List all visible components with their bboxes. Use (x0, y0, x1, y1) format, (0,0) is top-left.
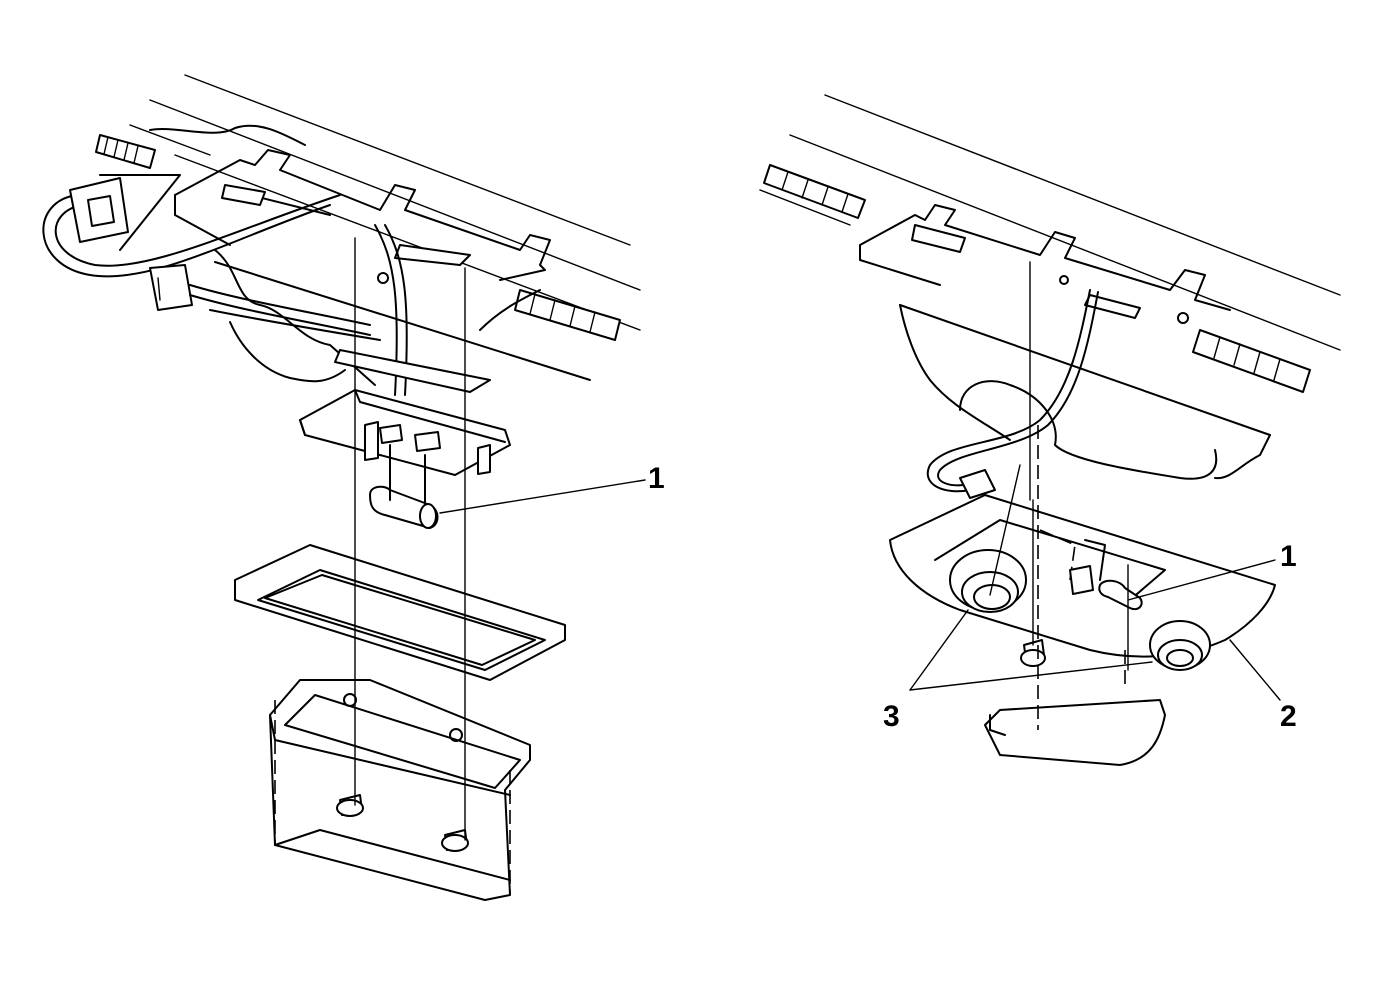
right-leaders (909, 559, 1281, 701)
right-harness-sleeve-left (763, 164, 866, 219)
right-screw (1020, 499, 1046, 667)
right-trim-cover (984, 699, 1166, 766)
right-wires (926, 289, 1099, 499)
callout-right-3: 3 (883, 700, 900, 733)
left-lens (234, 544, 566, 681)
right-headliner-cutaway (899, 304, 1271, 480)
right-lamp-assembly (759, 94, 1341, 766)
callout-right-2: 2 (1280, 700, 1297, 733)
left-headliner-edge (214, 261, 591, 393)
left-lamp-housing (269, 679, 531, 901)
right-leader-2 (1229, 639, 1281, 701)
left-leader-1 (439, 479, 646, 514)
right-alignment-lines (989, 261, 1126, 730)
left-roof-panel (129, 74, 641, 331)
left-connector (149, 264, 381, 341)
left-bulb (369, 444, 439, 529)
left-lamp-assembly (42, 74, 646, 901)
left-lamp-base (299, 389, 511, 476)
left-harness-sleeve-top (95, 134, 156, 169)
callout-left-1: 1 (648, 462, 665, 495)
right-lamp-lenses (949, 549, 1211, 671)
left-wire-loop (42, 174, 341, 278)
left-headliner-bracket (174, 149, 551, 386)
right-roof-panel (759, 94, 1341, 351)
right-leader-3a (909, 609, 969, 691)
right-harness-sleeve-right (1192, 329, 1311, 393)
callout-right-1: 1 (1280, 540, 1297, 573)
right-leader-1 (1127, 559, 1276, 601)
right-headliner-bracket (859, 204, 1231, 324)
left-screws (336, 794, 469, 852)
right-leader-3b (909, 661, 1153, 691)
right-bulb (1069, 564, 1143, 671)
left-alignment-lines (274, 237, 511, 895)
